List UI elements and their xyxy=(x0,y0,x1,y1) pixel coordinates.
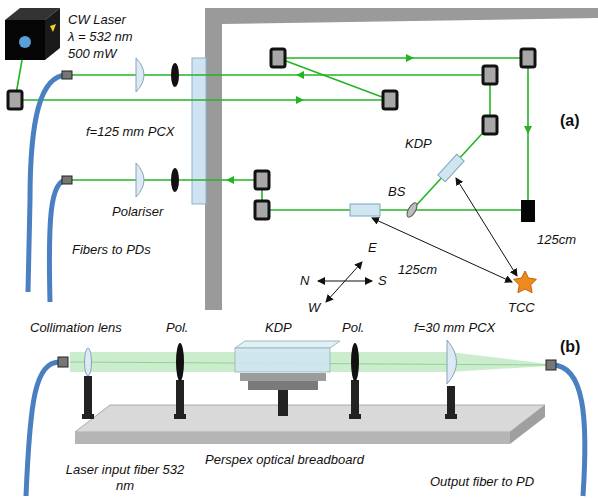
splitter-label: BS xyxy=(388,184,405,200)
mirror xyxy=(271,49,285,67)
polariser-label: Pol. xyxy=(166,320,188,336)
compass-letter: W xyxy=(308,300,320,316)
crystal-label: KDP xyxy=(265,320,292,336)
beam xyxy=(68,74,490,76)
warning-sign xyxy=(50,24,56,32)
polariser xyxy=(351,343,359,381)
beam-arrow xyxy=(226,176,234,184)
breadboard xyxy=(510,405,545,444)
beam xyxy=(278,58,390,100)
mirror xyxy=(483,116,497,134)
post xyxy=(278,390,288,416)
fiber-label: Laser input fiber 532 nm xyxy=(55,462,195,494)
panel-letter: (a) xyxy=(560,112,580,130)
posts xyxy=(82,376,457,419)
polariser xyxy=(171,63,179,87)
mirror xyxy=(383,91,397,109)
lens-label: Collimation lens xyxy=(30,320,122,336)
fiber-connector xyxy=(58,357,68,367)
lens-label: f=30 mm PCX xyxy=(414,320,495,336)
distance-label: 125cm xyxy=(398,262,437,278)
polariser xyxy=(171,168,179,192)
chamber-wall xyxy=(205,8,222,310)
kdp-crystal xyxy=(438,154,464,181)
laser-aperture xyxy=(19,36,31,48)
compass-arrow xyxy=(326,262,362,302)
beam xyxy=(450,352,548,372)
mirror xyxy=(8,91,22,109)
beam-splitter xyxy=(405,201,419,218)
post xyxy=(176,380,184,416)
distance-label: 125cm xyxy=(537,232,576,248)
pcx-lens xyxy=(447,340,457,384)
power-label: 500 mW xyxy=(68,46,116,62)
polariser xyxy=(176,343,184,381)
beam xyxy=(278,57,528,59)
target-label: TCC xyxy=(508,300,535,316)
kdp-crystal xyxy=(235,341,340,348)
mirror xyxy=(483,66,497,84)
fiber-label: Fibers to PDs xyxy=(72,242,151,258)
beam xyxy=(15,99,390,101)
wavelength-label: λ = 532 nm xyxy=(68,29,133,45)
fiber-connector xyxy=(546,360,556,370)
post xyxy=(349,414,361,419)
crystal-mount xyxy=(248,381,318,390)
panel-letter: (b) xyxy=(560,338,580,356)
beam-arrow xyxy=(524,126,532,134)
lens-label: f=125 mm PCX xyxy=(86,124,175,140)
fiber xyxy=(26,362,60,496)
collimation-lens xyxy=(85,348,92,376)
beam-block xyxy=(521,200,535,222)
kdp-crystal xyxy=(350,204,380,216)
post xyxy=(174,414,186,419)
post xyxy=(447,386,455,416)
fiber xyxy=(49,180,67,302)
laser-beams xyxy=(15,58,528,210)
beam xyxy=(262,209,412,211)
breadboard-label: Perspex optical breadboard xyxy=(205,452,364,468)
laser-body xyxy=(45,8,60,60)
fiber-label: Output fiber to PD xyxy=(430,474,534,490)
fiber-connector xyxy=(62,176,72,184)
compass-letter: N xyxy=(300,273,309,289)
mirror xyxy=(521,49,535,67)
window xyxy=(192,58,206,204)
post xyxy=(445,414,457,419)
crystal-mount xyxy=(240,373,326,381)
polariser-label: Pol. xyxy=(342,320,364,336)
breadboard xyxy=(75,405,545,432)
beam-arrow xyxy=(296,71,304,79)
kdp-crystal xyxy=(235,348,330,372)
crystal-label: KDP xyxy=(405,136,432,152)
beam-arrow xyxy=(296,96,304,104)
polariser-label: Polariser xyxy=(112,204,163,220)
compass-letter: S xyxy=(378,273,387,289)
pcx-lens xyxy=(136,163,144,197)
compass-letter: E xyxy=(368,240,377,256)
distance-arrow xyxy=(456,178,517,276)
breadboard xyxy=(75,432,510,444)
target-chamber-centre xyxy=(514,271,537,293)
laser-body xyxy=(5,20,45,60)
mirrors xyxy=(8,49,535,219)
post xyxy=(351,380,359,416)
beam-arrow xyxy=(406,54,414,62)
mirror xyxy=(255,201,269,219)
pcx-lens xyxy=(136,58,144,92)
mirror xyxy=(255,171,269,189)
fiber-connector xyxy=(62,71,72,79)
chamber-wall xyxy=(205,8,598,24)
post xyxy=(84,376,92,416)
fiber xyxy=(552,365,585,496)
laser-label: CW Laser xyxy=(68,12,126,28)
beam-arrows xyxy=(226,54,532,184)
beam xyxy=(412,209,528,211)
post xyxy=(82,414,94,419)
distance-arrow xyxy=(372,218,512,282)
